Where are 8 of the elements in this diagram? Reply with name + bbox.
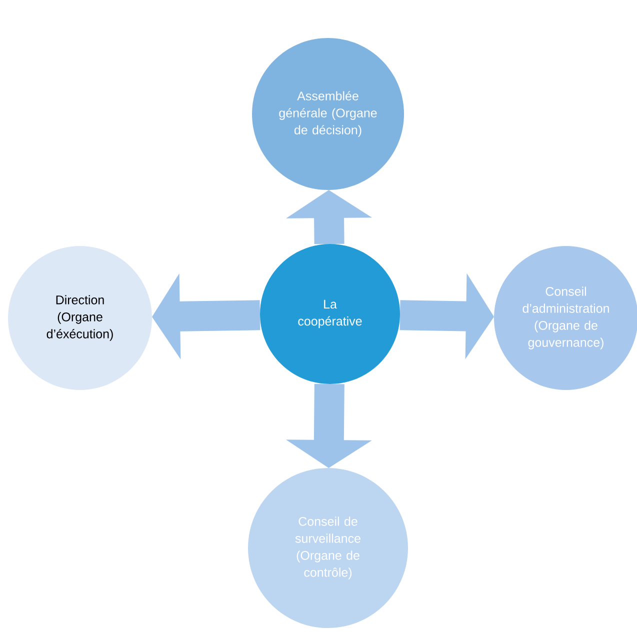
circle-node: Assemblée générale (Organe de décision) <box>252 38 404 190</box>
circle-node: Conseil de surveillance (Organe de contrôle) <box>248 468 408 628</box>
block-arrow <box>152 273 260 360</box>
circle-node: Direction (Organe d’éxécution) <box>8 246 152 390</box>
block-arrow <box>400 273 494 360</box>
block-arrow <box>286 190 372 244</box>
circle-node: La coopérative <box>260 244 400 384</box>
block-arrow <box>286 384 372 468</box>
